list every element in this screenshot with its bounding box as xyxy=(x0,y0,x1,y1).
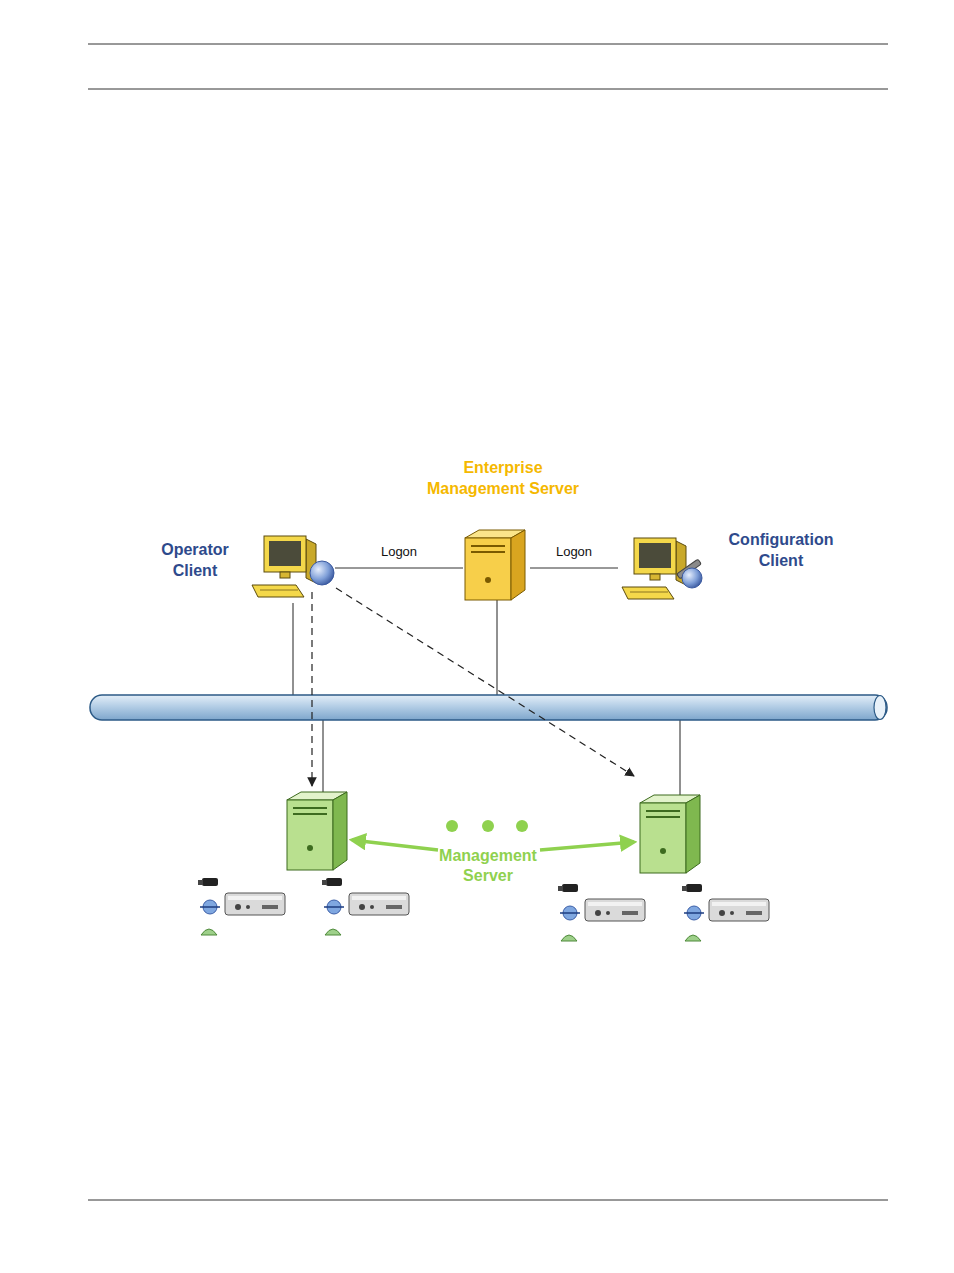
device-group xyxy=(682,884,769,941)
dashed-arrow xyxy=(336,588,634,776)
device-group xyxy=(322,878,409,935)
network-wire xyxy=(323,720,324,795)
device-group xyxy=(198,878,285,935)
edge-label: Logon xyxy=(381,544,417,560)
component-label: Management Server xyxy=(428,846,548,886)
header-rule xyxy=(88,89,888,90)
enterprise-server-icon xyxy=(465,530,525,600)
node-box: Operator Client xyxy=(250,533,335,603)
dashed-arrow xyxy=(311,592,312,786)
globe-icon xyxy=(682,568,702,588)
connector-line xyxy=(530,568,618,569)
network-wire xyxy=(680,720,681,798)
header-rule xyxy=(88,44,888,45)
device-group xyxy=(558,884,645,941)
network-wire xyxy=(293,603,294,695)
leader-arrow xyxy=(352,840,438,850)
node-label: Operator Client xyxy=(150,539,240,581)
network-wire xyxy=(497,600,498,695)
globe-icon xyxy=(310,561,334,585)
ellipsis-dot xyxy=(482,820,494,832)
connector-line xyxy=(335,568,463,569)
edge-label: Logon xyxy=(556,544,592,560)
ellipsis-dot xyxy=(446,820,458,832)
node-label: Enterprise Management Server xyxy=(418,457,588,499)
node-box: Enterprise Management Server xyxy=(463,528,530,608)
network-bus xyxy=(90,695,887,720)
configuration-computer xyxy=(622,538,686,599)
footer-rule xyxy=(88,1200,888,1201)
ellipsis-dot xyxy=(516,820,528,832)
management-server-icon xyxy=(287,792,347,870)
node-label: Configuration Client xyxy=(716,529,846,571)
operator-computer xyxy=(252,536,316,597)
leader-arrow xyxy=(540,842,634,850)
management-server-icon xyxy=(640,795,700,873)
network-bus-end xyxy=(874,696,886,720)
node-box: Configuration Client xyxy=(618,533,706,603)
